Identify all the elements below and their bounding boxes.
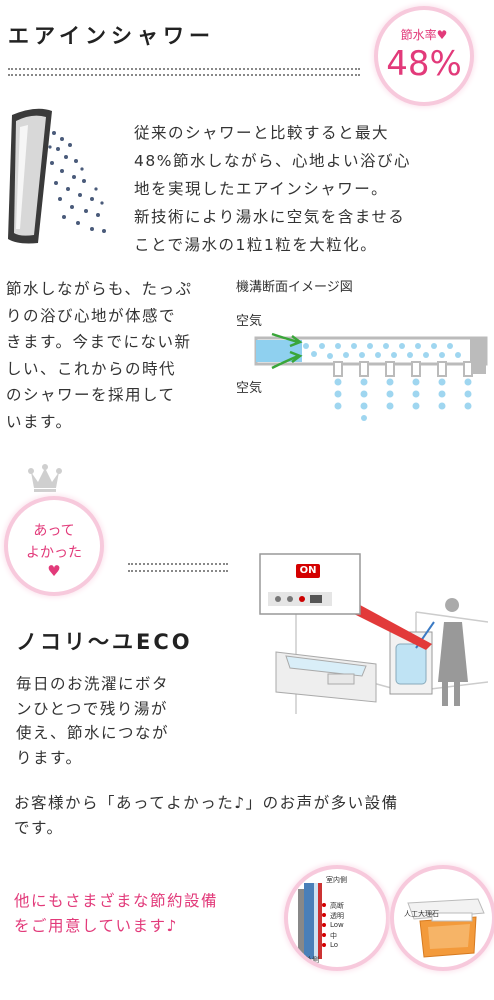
air-in-shower-title: エアインシャワー — [8, 24, 215, 48]
title-divider — [8, 74, 360, 76]
badge-divider — [128, 570, 228, 572]
shower-description: 従来のシャワーと比較すると最大 48%節水しながら、心地よい浴び心 地を実現した… — [134, 124, 411, 254]
window-label-1: 高断 — [330, 902, 344, 910]
badge-value: 48% — [386, 44, 462, 84]
shower-head-image — [2, 103, 114, 245]
heart-icon: ♥ — [47, 562, 61, 580]
nokoriyu-description: 毎日のお洗濯にボタ ンひとつで残り湯が 使え、節水につなが ります。 — [16, 675, 170, 767]
window-label-3: Low — [330, 921, 344, 929]
air-in-diagram: 機溝断面イメージ図 空気 空気 — [234, 276, 494, 436]
other-savings-text: 他にもさまざまな節約設備 をご用意しています♪ — [14, 892, 219, 935]
insulated-bathtub-illustration: 人工大理石 — [394, 869, 492, 967]
window-label-outdoor: 室外側 — [298, 956, 319, 964]
crown-icon — [27, 462, 63, 494]
on-button-label: ON — [296, 564, 320, 578]
washing-machine-illustration: ON — [256, 552, 489, 714]
title-divider — [8, 68, 360, 70]
window-label-5: Lo — [330, 941, 339, 949]
window-label-4: 中 — [330, 932, 337, 940]
badge-line-2: よかった — [26, 545, 82, 561]
badge-label: 節水率♥ — [400, 28, 448, 42]
glad-we-have-it-badge: あって よかった ♥ — [8, 500, 100, 592]
tub-label: 人工大理石 — [404, 910, 439, 918]
customer-feedback-text: お客様から「あってよかった♪」のお声が多い設備 です。 — [14, 794, 399, 837]
badge-divider — [128, 563, 228, 565]
air-label-bottom: 空気 — [236, 381, 263, 396]
window-label-indoor: 室内側 — [326, 876, 347, 884]
diagram-caption: 機溝断面イメージ図 — [236, 280, 353, 295]
nokoriyu-eco-title: ノコリ～ユECO — [16, 630, 193, 654]
water-saving-rate-badge: 節水率♥ 48% — [378, 10, 470, 102]
badge-line-1: あって — [33, 523, 75, 539]
shower-benefit-text: 節水しながらも、たっぷ りの浴び心地が体感で きます。今までにない新 しい、これ… — [6, 280, 193, 431]
air-label-top: 空気 — [236, 314, 263, 329]
insulated-window-illustration: 室内側 高断 透明 Low 中 Lo 室外側 — [288, 869, 386, 967]
window-label-2: 透明 — [330, 912, 344, 920]
